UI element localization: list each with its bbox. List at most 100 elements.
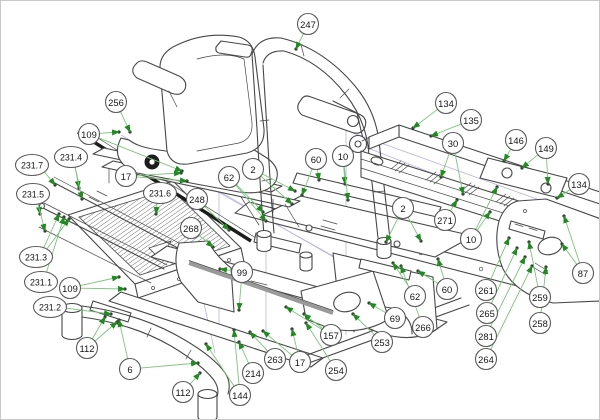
callout-label: 231.5 xyxy=(22,190,44,200)
callout-balloon xyxy=(228,383,252,407)
callout-label: 99 xyxy=(237,267,247,278)
callout-label: 254 xyxy=(328,365,344,376)
callout-balloon xyxy=(304,147,328,171)
leader-line xyxy=(430,123,462,137)
callout-label: 157 xyxy=(323,330,339,341)
callout-109: 109 xyxy=(58,276,82,300)
callout-label: 6 xyxy=(127,364,132,375)
leader-line xyxy=(527,241,539,287)
callout-balloon xyxy=(475,301,499,325)
callout-label: 231.6 xyxy=(149,189,171,199)
callout-112: 112 xyxy=(75,336,99,360)
leader-line xyxy=(440,152,450,178)
leader-line xyxy=(303,313,323,329)
callout-balloon xyxy=(391,196,415,220)
callout-balloon xyxy=(142,181,178,205)
callout-2: 2 xyxy=(391,196,415,220)
callout-balloon xyxy=(441,131,465,155)
callout-149: 149 xyxy=(534,136,558,160)
callout-balloon xyxy=(114,164,138,188)
callout-231.4: 231.4 xyxy=(53,145,89,169)
callout-label: 256 xyxy=(108,97,124,108)
callout-balloon xyxy=(571,261,595,285)
mount-bracket xyxy=(479,157,568,199)
callout-label: 248 xyxy=(189,194,205,205)
callout-label: 17 xyxy=(295,357,305,368)
callout-157: 157 xyxy=(319,323,343,347)
callout-label: 10 xyxy=(338,151,348,162)
callout-label: 134 xyxy=(571,179,587,190)
callout-balloon xyxy=(53,145,89,169)
callout-balloon xyxy=(528,311,552,335)
leader-line xyxy=(450,199,458,212)
leader-line xyxy=(305,322,331,362)
callout-balloon xyxy=(459,227,483,251)
callout-label: 134 xyxy=(438,98,454,109)
leader-line xyxy=(80,275,120,287)
leader-line xyxy=(417,270,439,284)
callout-264: 264 xyxy=(474,347,498,371)
leader-line xyxy=(46,218,70,250)
callout-balloon xyxy=(241,361,265,385)
callout-60: 60 xyxy=(304,147,328,171)
leader-line xyxy=(489,237,510,281)
leader-line xyxy=(262,330,293,356)
callout-balloon xyxy=(528,285,552,309)
leader-line xyxy=(407,216,422,242)
leader-line xyxy=(198,234,214,248)
callout-60: 60 xyxy=(435,277,459,301)
callout-balloon xyxy=(534,136,558,160)
callout-259: 259 xyxy=(528,285,552,309)
callout-balloon xyxy=(433,208,457,232)
leader-line xyxy=(475,186,498,230)
leader-line xyxy=(262,173,296,192)
callout-label: 264 xyxy=(478,354,494,365)
callout-balloon xyxy=(75,336,99,360)
leader-line xyxy=(544,158,551,185)
leader-line xyxy=(136,170,182,177)
callout-balloon xyxy=(403,284,427,308)
callout-231.1: 231.1 xyxy=(23,270,59,294)
leader-line xyxy=(368,302,387,314)
leader-line xyxy=(80,285,126,292)
callout-balloon xyxy=(319,323,343,347)
callout-label: 231.2 xyxy=(39,303,61,313)
callout-balloon xyxy=(411,315,435,339)
leader-line xyxy=(341,166,348,185)
callout-label: 214 xyxy=(245,368,261,379)
leader-line xyxy=(99,129,120,136)
leader-line xyxy=(392,262,410,288)
leader-line xyxy=(563,215,581,264)
leader-line xyxy=(249,331,269,352)
leader-line xyxy=(219,266,232,273)
leader-line xyxy=(343,166,351,201)
leader-line xyxy=(235,184,264,213)
leader-line xyxy=(238,341,250,364)
callout-balloon xyxy=(32,295,68,319)
leader-line xyxy=(352,313,375,336)
callout-label: 231.4 xyxy=(60,153,82,163)
callout-label: 87 xyxy=(578,268,588,279)
callout-label: 247 xyxy=(300,19,316,30)
callout-144: 144 xyxy=(228,383,252,407)
callout-label: 231.7 xyxy=(21,161,43,171)
callout-balloon xyxy=(474,347,498,371)
right-armrest xyxy=(297,95,367,134)
callout-62: 62 xyxy=(403,284,427,308)
callout-281: 281 xyxy=(474,324,498,348)
callout-label: 2 xyxy=(250,164,255,175)
leader-line xyxy=(231,329,240,385)
callout-balloon xyxy=(18,245,54,269)
leader-line xyxy=(44,171,56,186)
callout-label: 60 xyxy=(311,154,321,165)
callout-balloon xyxy=(263,347,287,371)
callout-label: 62 xyxy=(224,172,234,183)
callout-label: 271 xyxy=(437,215,453,226)
callout-label: 17 xyxy=(121,171,131,182)
leader-line xyxy=(37,203,47,232)
callout-balloon xyxy=(459,108,483,132)
callout-label: 62 xyxy=(410,291,420,302)
callout-30: 30 xyxy=(441,131,465,155)
